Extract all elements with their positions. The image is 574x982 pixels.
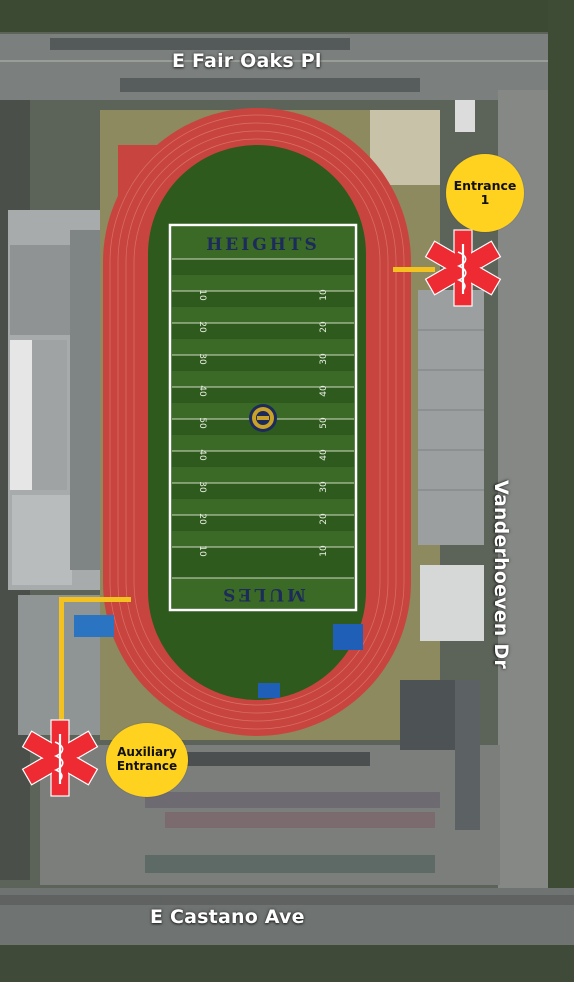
yard-number: 20 bbox=[197, 513, 207, 525]
auxiliary-entrance-badge: Auxiliary Entrance bbox=[106, 723, 188, 797]
trees-south bbox=[0, 945, 574, 982]
route-line-entrance-1 bbox=[393, 267, 435, 272]
auxiliary-entrance-label-line2: Entrance bbox=[116, 759, 178, 773]
east-building bbox=[420, 565, 484, 641]
entrance-1-label-line2: 1 bbox=[480, 192, 490, 207]
star-of-life-icon bbox=[21, 719, 99, 797]
yard-number: 20 bbox=[319, 513, 329, 525]
yard-number: 30 bbox=[319, 481, 329, 493]
end-zone-north-text: HEIGHTS bbox=[206, 235, 319, 255]
yard-number: 10 bbox=[197, 545, 207, 557]
yard-number: 30 bbox=[197, 481, 207, 493]
yard-number: 30 bbox=[319, 353, 329, 365]
yard-number: 40 bbox=[319, 449, 329, 461]
yard-number: 50 bbox=[319, 417, 329, 429]
yard-numbers-right: 10 20 30 40 50 40 30 20 10 bbox=[319, 289, 329, 557]
tree-canopy-north bbox=[0, 0, 574, 32]
entrance-1-badge: Entrance 1 bbox=[446, 154, 524, 232]
yard-number: 20 bbox=[197, 321, 207, 333]
blue-tarp bbox=[333, 624, 363, 650]
yard-number: 40 bbox=[197, 449, 207, 461]
yard-number: 10 bbox=[197, 289, 207, 301]
east-bleachers bbox=[418, 290, 484, 545]
yard-number: 10 bbox=[319, 289, 329, 301]
team-logo-icon bbox=[249, 404, 277, 432]
entrance-1-label-line1: Entrance bbox=[453, 177, 517, 193]
blue-tarp bbox=[74, 615, 114, 637]
yard-number: 40 bbox=[319, 385, 329, 397]
trees-east bbox=[548, 0, 574, 982]
yard-number: 20 bbox=[319, 321, 329, 333]
star-of-life-icon bbox=[424, 229, 502, 307]
parked-cars-north bbox=[50, 38, 420, 92]
end-zone-south-text: MULES bbox=[220, 584, 306, 604]
street-label-north: E Fair Oaks Pl bbox=[172, 50, 322, 72]
yard-number: 30 bbox=[197, 353, 207, 365]
yard-numbers-left: 10 20 30 40 50 40 30 20 10 bbox=[197, 289, 207, 557]
auxiliary-entrance-label-line1: Auxiliary bbox=[117, 745, 177, 760]
parked-cars-south bbox=[145, 680, 480, 873]
yard-number: 40 bbox=[197, 385, 207, 397]
street-label-south: E Castano Ave bbox=[150, 906, 305, 928]
yard-number: 50 bbox=[197, 417, 207, 429]
street-label-east: Vanderhoeven Dr bbox=[490, 480, 512, 669]
route-line-auxiliary bbox=[59, 597, 131, 727]
blue-tarp bbox=[258, 683, 280, 698]
yard-number: 10 bbox=[319, 545, 329, 557]
